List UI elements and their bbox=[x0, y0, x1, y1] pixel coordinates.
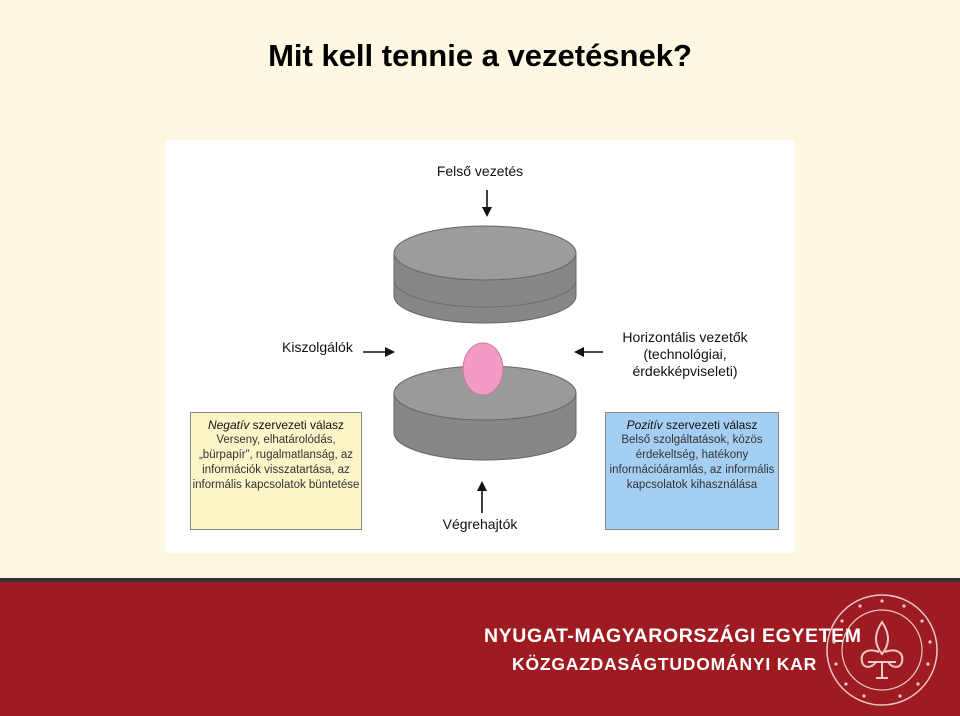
center-oval bbox=[462, 342, 504, 396]
negative-line: Verseny, elhatárolódás, bbox=[216, 434, 336, 446]
diagram-graphics bbox=[363, 190, 603, 513]
positive-line: érdekeltség, hatékony bbox=[635, 449, 749, 461]
diagram-figure: Felső vezetés Kiszolgálók Horizontális v… bbox=[166, 140, 794, 553]
university-name: NYUGAT-MAGYARORSZÁGI EGYETEM bbox=[484, 625, 862, 647]
negative-response-box: Negatív szervezeti válasz Verseny, elhat… bbox=[190, 412, 362, 530]
positive-line: kapcsolatok kihasználása bbox=[626, 479, 758, 491]
negative-response-title: Negatív szervezeti válasz bbox=[191, 418, 361, 433]
horizontal-leaders-label: Horizontális vezetők (technológiai, érde… bbox=[590, 329, 780, 380]
footer-banner: NYUGAT-MAGYARORSZÁGI EGYETEM KÖZGAZDASÁG… bbox=[0, 582, 960, 716]
university-seal-fleur-de-lis-icon bbox=[826, 594, 938, 706]
positive-title-rest: szervezeti válasz bbox=[662, 418, 758, 432]
negative-title-italic: Negatív bbox=[207, 418, 250, 432]
negative-line: informális kapcsolatok büntetése bbox=[192, 479, 360, 491]
positive-line: Belső szolgáltatások, közös bbox=[621, 434, 763, 446]
executors-label: Végrehajtók bbox=[442, 516, 518, 532]
slide-title: Mit kell tennie a vezetésnek? bbox=[268, 38, 692, 73]
negative-line: „bürpapír”, rugalmatlanság, az bbox=[198, 449, 354, 461]
footer-divider bbox=[0, 578, 960, 582]
positive-title-italic: Pozitív bbox=[626, 418, 663, 432]
slide-content-area: Mit kell tennie a vezetésnek? bbox=[0, 0, 960, 578]
upper-disk bbox=[393, 225, 577, 324]
positive-line: információáramlás, az informális bbox=[609, 464, 775, 476]
negative-line: információk visszatartása, az bbox=[202, 464, 350, 476]
positive-response-title: Pozitív szervezeti válasz bbox=[606, 418, 778, 433]
top-management-label: Felső vezetés bbox=[436, 163, 524, 179]
horizontal-leaders-line: érdekképviseleti) bbox=[632, 363, 738, 379]
negative-title-rest: szervezeti válasz bbox=[249, 418, 345, 432]
horizontal-leaders-line: Horizontális vezetők bbox=[622, 329, 748, 345]
faculty-name: KÖZGAZDASÁGTUDOMÁNYI KAR bbox=[512, 654, 818, 674]
horizontal-leaders-line: (technológiai, bbox=[643, 346, 727, 362]
servers-label: Kiszolgálók bbox=[282, 339, 353, 355]
positive-response-box: Pozitív szervezeti válasz Belső szolgált… bbox=[605, 412, 779, 530]
